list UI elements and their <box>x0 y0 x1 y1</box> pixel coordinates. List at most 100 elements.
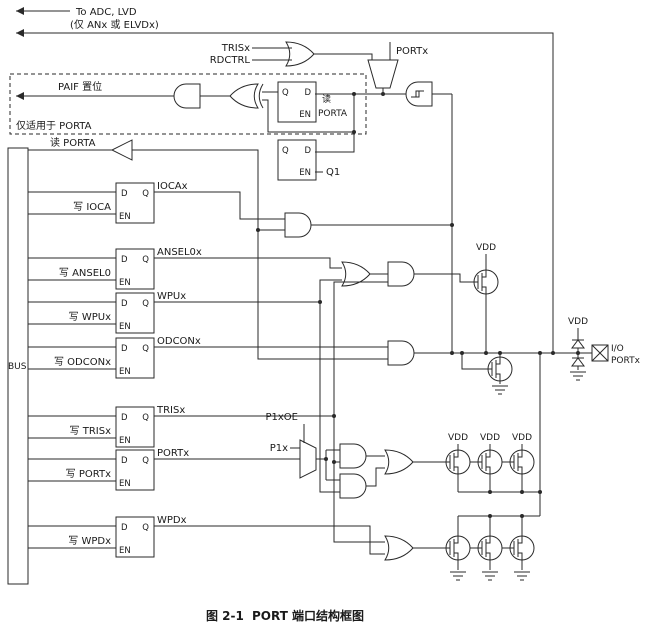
pin-en: EN <box>119 546 131 556</box>
out-label: PORTx <box>157 448 189 459</box>
pin-d: D <box>121 413 128 423</box>
out-label: ANSEL0x <box>157 247 202 258</box>
bank1-leads <box>457 444 540 493</box>
latch-ansel0: D Q EN 写 ANSEL0 ANSEL0x <box>28 247 202 290</box>
ioc-and-gate <box>284 212 312 238</box>
write-label: 写 TRISx <box>70 425 112 437</box>
out-label: WPUx <box>157 291 186 302</box>
pin-en: EN <box>299 168 311 178</box>
to-adc-note: (仅 ANx 或 ELVDx) <box>70 19 159 31</box>
mux2-net <box>290 424 340 481</box>
pin-en: EN <box>119 322 131 332</box>
pin-en: EN <box>119 479 131 489</box>
bus-bar <box>7 147 29 585</box>
latch-wpd: D Q EN 写 WPDx WPDx <box>28 515 187 558</box>
latch-port: D Q EN 写 PORTx PORTx <box>28 448 189 491</box>
write-label: 写 ODCONx <box>54 356 111 368</box>
transistors: VDD VDD VDD VDD <box>445 243 541 581</box>
latch-odcon: D Q EN 写 ODCONx ODCONx <box>28 336 201 379</box>
caption: 图 2-1 PORT 端口结构框图 <box>206 608 364 623</box>
ansel-net <box>154 257 342 269</box>
middle-gates <box>284 212 415 366</box>
wpd-net <box>154 525 385 555</box>
read-path-wires <box>252 42 391 61</box>
pin-sense-wire <box>132 149 388 360</box>
ground-bank2-3 <box>514 571 530 581</box>
ground-bank2-2 <box>482 571 498 581</box>
write-label: 写 IOCA <box>73 201 111 213</box>
write-label: 写 WPUx <box>69 311 111 323</box>
portx-top-label: PORTx <box>396 46 428 57</box>
trisx-top-label: TRISx <box>221 43 250 54</box>
write-label: 写 PORTx <box>66 468 111 480</box>
read-path: TRISx RDCTRL PORTx <box>200 41 453 353</box>
or-gate-tris-rdctrl <box>285 41 315 67</box>
dashed-box <box>9 73 367 135</box>
porta-only-region: PAIF 置位 仅适用于 PORTA <box>9 73 367 135</box>
pin-q: Q <box>142 344 149 354</box>
pin-d: D <box>304 88 311 98</box>
junction-dots <box>256 92 580 518</box>
pin-en: EN <box>119 212 131 222</box>
pin-q: Q <box>142 255 149 265</box>
pin-en: EN <box>119 436 131 446</box>
out-label: WPDx <box>157 515 187 526</box>
clamp-diode-bottom <box>571 357 585 367</box>
pin-q: Q <box>282 146 289 156</box>
mosfet-bank2-1 <box>445 535 471 561</box>
paif-and-gate <box>173 83 201 109</box>
ground-bank2-1 <box>450 571 466 581</box>
pin-en: EN <box>119 367 131 377</box>
mosfet-bank2-3 <box>509 535 535 561</box>
mosfet-bank1-2 <box>477 449 503 475</box>
drv-and-gate-2 <box>339 473 367 499</box>
ioca-net <box>154 191 285 231</box>
read-latch-wires <box>200 88 406 153</box>
nets <box>154 191 592 555</box>
schmitt-icon <box>411 90 424 98</box>
pin-q: Q <box>142 189 149 199</box>
to-adc-label: To ADC, LVD <box>75 7 137 18</box>
ground-odrain <box>492 385 508 395</box>
read-porta-latch: Q D EN 读 PORTA <box>277 81 348 123</box>
pulldown-or-gate <box>384 535 414 561</box>
mosfet-pullup <box>473 269 499 295</box>
p1x-label: P1x <box>270 443 288 454</box>
wpu-and-gate <box>387 261 415 287</box>
ground-clamp <box>570 371 586 381</box>
latch-ioca: D Q EN 写 IOCA IOCAx <box>28 181 188 224</box>
xor-back-line <box>258 83 264 109</box>
pin-en: EN <box>299 110 311 120</box>
change-xor-gate <box>229 83 259 109</box>
vdd-label: VDD <box>568 317 588 327</box>
driver-top-net <box>366 455 510 487</box>
wpu-net <box>154 279 342 493</box>
write-label: 写 ANSEL0 <box>59 267 111 279</box>
read-porta-label: 读 PORTA <box>50 136 96 149</box>
pin-d: D <box>121 299 128 309</box>
out-label: TRISx <box>156 405 185 416</box>
pin-q: Q <box>142 523 149 533</box>
pin-q: Q <box>142 456 149 466</box>
read-label: 读 <box>322 93 331 105</box>
pin-q: Q <box>142 413 149 423</box>
drive-and-gate <box>387 340 415 366</box>
pad-x <box>591 344 609 362</box>
q1-latch: Q D EN Q1 <box>277 139 340 181</box>
latch-tris: D Q EN 写 TRISx TRISx <box>28 405 185 448</box>
p1x-mux <box>299 439 317 479</box>
bank2-leads <box>457 353 541 570</box>
schmitt-buffer <box>405 81 433 107</box>
tristate-buffer <box>110 139 133 161</box>
bus-label: BUS <box>8 362 27 372</box>
read-porta-word: PORTA <box>318 109 348 119</box>
drv-and-gate-1 <box>339 443 367 469</box>
io-label-1: I/O <box>611 344 624 354</box>
mosfet-odrain <box>487 356 513 382</box>
pin-q: Q <box>142 299 149 309</box>
read-buffer: 读 PORTA <box>28 136 388 360</box>
read-mux <box>367 59 399 89</box>
adc-tap-wire <box>16 29 554 353</box>
